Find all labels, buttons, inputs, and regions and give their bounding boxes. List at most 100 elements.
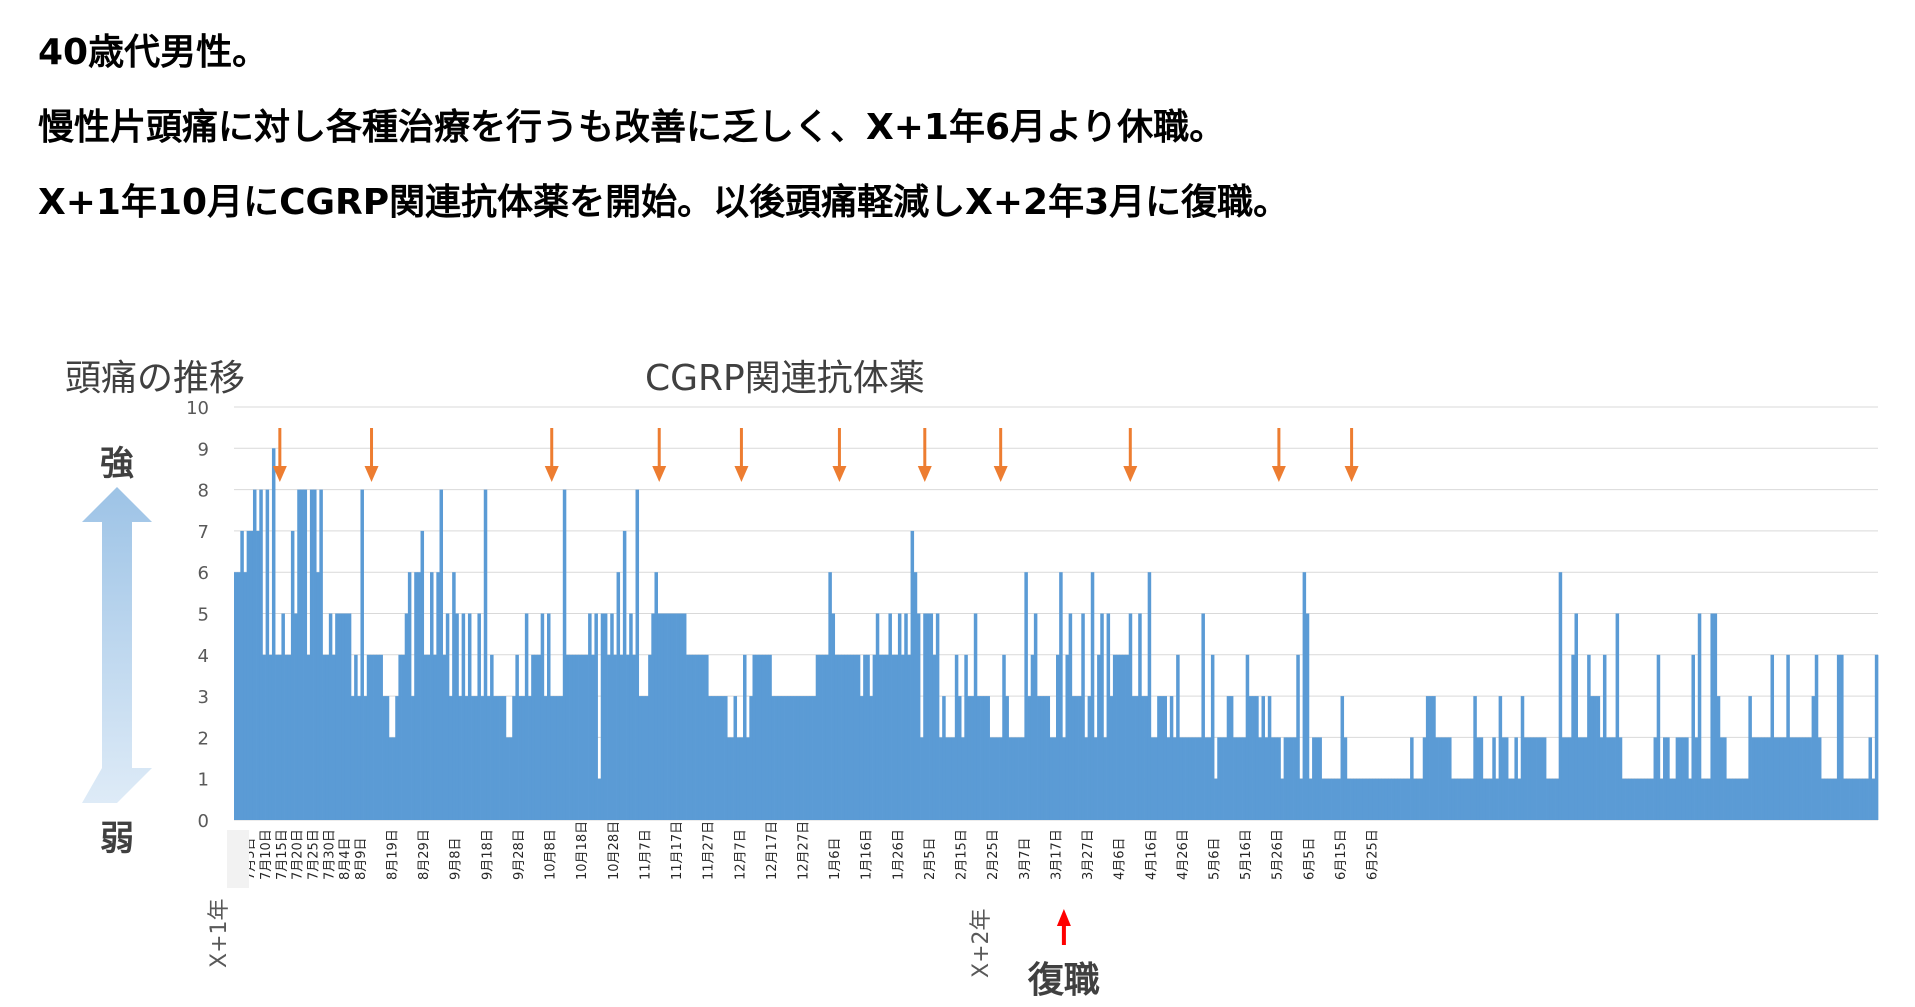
headache-bar <box>698 654 703 820</box>
headache-bar <box>354 654 358 820</box>
headache-bar <box>875 613 880 820</box>
headache-bar <box>1277 737 1281 820</box>
headache-bar <box>1270 737 1275 820</box>
headache-bar <box>863 654 867 820</box>
headache-bar <box>265 489 270 820</box>
headache-bar <box>1046 696 1051 820</box>
headache-bar <box>531 654 535 820</box>
headache-bar <box>885 654 889 820</box>
headache-bar <box>1789 737 1793 820</box>
headache-bar <box>306 654 311 820</box>
headache-bar <box>1602 654 1607 820</box>
headache-bar <box>1625 778 1629 820</box>
x-tick-label: 7月25日 <box>307 829 322 880</box>
headache-bar <box>1264 737 1269 820</box>
x-tick-label: 1月16日 <box>860 829 875 880</box>
headache-bar <box>1359 778 1364 820</box>
headache-bar <box>350 696 355 820</box>
headache-bar <box>1394 778 1398 820</box>
headache-bar <box>1697 613 1702 820</box>
headache-bar <box>923 613 927 820</box>
headache-bar <box>812 696 817 820</box>
year-label-x1: X+1年 <box>207 898 232 968</box>
headache-bar <box>467 613 472 820</box>
x-tick-label: 12月17日 <box>765 821 780 880</box>
headache-bar <box>1116 654 1120 820</box>
x-tick-label: 6月15日 <box>1334 829 1349 880</box>
headache-bar <box>240 530 244 820</box>
headache-bar <box>404 613 409 820</box>
headache-bar <box>967 696 971 820</box>
headache-bar <box>1549 778 1553 820</box>
headache-bar <box>1501 737 1506 820</box>
headache-bar <box>632 654 636 820</box>
headache-bar <box>1865 778 1869 820</box>
headache-bar <box>1492 737 1496 820</box>
headache-bar <box>856 654 861 820</box>
headache-bar <box>1495 778 1499 820</box>
headache-bar <box>793 696 798 820</box>
headache-bar <box>316 572 320 820</box>
injection-arrow-icon <box>1344 428 1359 482</box>
intro-line-3: X+1年10月にCGRP関連抗体薬を開始。以後頭痛軽減しX+2年3月に復職。 <box>38 182 1290 223</box>
headache-bar <box>1119 654 1123 820</box>
headache-bar <box>1163 696 1167 820</box>
x-tick-label: 5月16日 <box>1239 829 1254 880</box>
headache-bar <box>1669 778 1673 820</box>
headache-bar <box>1375 778 1379 820</box>
headache-bar <box>234 572 238 820</box>
headache-bar <box>1157 696 1161 820</box>
x-tick-label: 10月28日 <box>607 821 622 880</box>
x-tick-label: 8月19日 <box>386 829 401 880</box>
headache-bar <box>831 613 836 820</box>
headache-bar <box>1479 737 1484 820</box>
headache-bar <box>1226 696 1231 820</box>
headache-bar <box>1621 778 1626 820</box>
x-tick-label: 8月9日 <box>354 837 369 880</box>
headache-bar <box>458 696 462 820</box>
headache-bar <box>651 613 655 820</box>
headache-bar <box>809 696 813 820</box>
headache-bar <box>1707 778 1711 820</box>
headache-bar <box>828 572 832 820</box>
headache-bar <box>414 572 418 820</box>
x-tick-label: 7月10日 <box>259 829 274 880</box>
headache-bar <box>1694 737 1699 820</box>
headache-bar <box>1274 737 1278 820</box>
return-to-work-marker: 復職 <box>1027 909 1100 1001</box>
injection-arrow-icon <box>272 428 287 482</box>
headache-bar <box>1618 737 1623 820</box>
x-tick-label: 5月6日 <box>1208 837 1223 880</box>
headache-bar <box>1644 778 1648 820</box>
headache-bar <box>945 737 949 820</box>
x-tick-label: 8月29日 <box>417 829 432 880</box>
x-tick-label: 5月26日 <box>1271 829 1286 880</box>
headache-bar <box>278 654 282 820</box>
headache-bar <box>739 737 744 820</box>
headache-bar <box>964 654 968 820</box>
headache-bar <box>1742 778 1746 820</box>
headache-bar <box>1719 737 1724 820</box>
headache-bar <box>572 654 576 820</box>
headache-bar <box>1795 737 1800 820</box>
headache-bar <box>477 613 481 820</box>
headache-bar <box>1018 737 1022 820</box>
headache-bar <box>1862 778 1866 820</box>
headache-bar <box>780 696 785 820</box>
intro-text: 40歳代男性。 慢性片頭痛に対し各種治療を行うも改善に乏しく、X+1年6月より休… <box>38 30 1289 255</box>
headache-bar <box>1195 737 1199 820</box>
headache-bar <box>654 572 658 820</box>
headache-bar <box>1106 613 1111 820</box>
headache-bar <box>682 613 687 820</box>
headache-bar <box>597 778 602 820</box>
headache-bar <box>496 696 500 820</box>
headache-bar <box>1454 778 1458 820</box>
headache-bar <box>1723 737 1727 820</box>
headache-bar <box>1672 778 1677 820</box>
headache-bar <box>1429 696 1433 820</box>
headache-bar <box>1169 696 1174 820</box>
headache-bar <box>1239 737 1243 820</box>
x-tick-label: 2月5日 <box>923 837 938 880</box>
headache-bar <box>1125 654 1130 820</box>
injection-arrow-icon <box>832 428 847 482</box>
